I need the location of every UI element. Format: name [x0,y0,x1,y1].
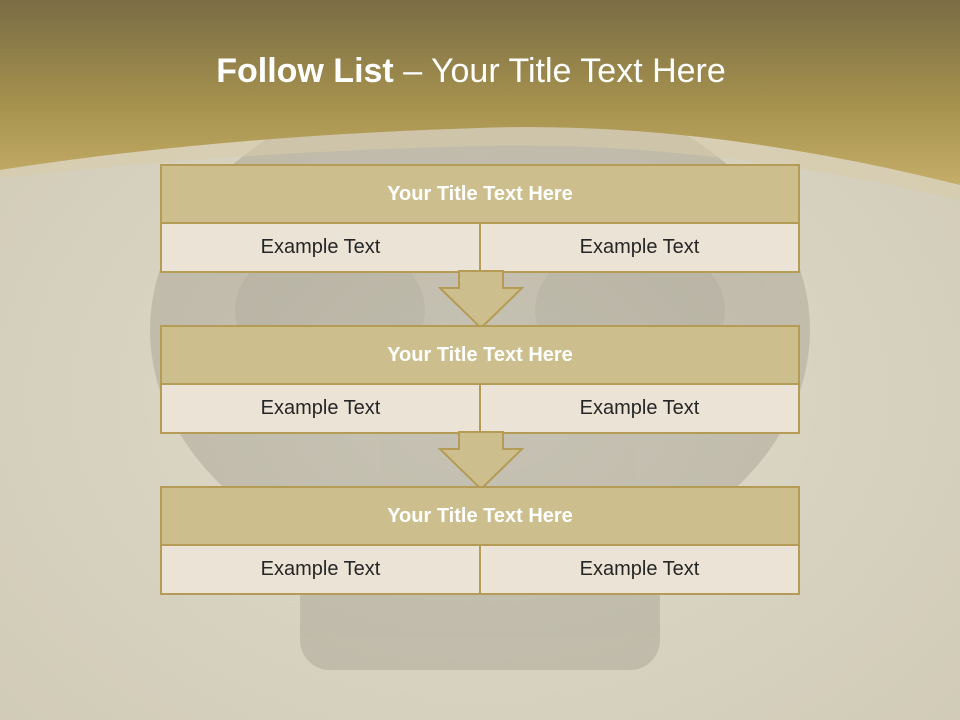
block-header-1: Your Title Text Here [162,166,798,224]
block-header-3: Your Title Text Here [162,488,798,546]
block-cell-3-right: Example Text [479,546,798,593]
title-bold-part: Follow List [216,52,394,90]
down-arrow-1 [438,270,524,330]
block-row-2: Example Text Example Text [162,385,798,432]
list-block-3: Your Title Text Here Example Text Exampl… [160,486,800,595]
block-row-1: Example Text Example Text [162,224,798,271]
block-cell-1-left: Example Text [162,224,479,271]
down-arrow-2 [438,431,524,491]
block-cell-2-right: Example Text [479,385,798,432]
block-cell-1-right: Example Text [479,224,798,271]
block-cell-2-left: Example Text [162,385,479,432]
block-row-3: Example Text Example Text [162,546,798,593]
slide-title: Follow List – Your Title Text Here [0,52,942,91]
list-block-2: Your Title Text Here Example Text Exampl… [160,325,800,434]
block-cell-3-left: Example Text [162,546,479,593]
title-normal-part: – Your Title Text Here [393,52,726,90]
list-block-1: Your Title Text Here Example Text Exampl… [160,164,800,273]
block-header-2: Your Title Text Here [162,327,798,385]
